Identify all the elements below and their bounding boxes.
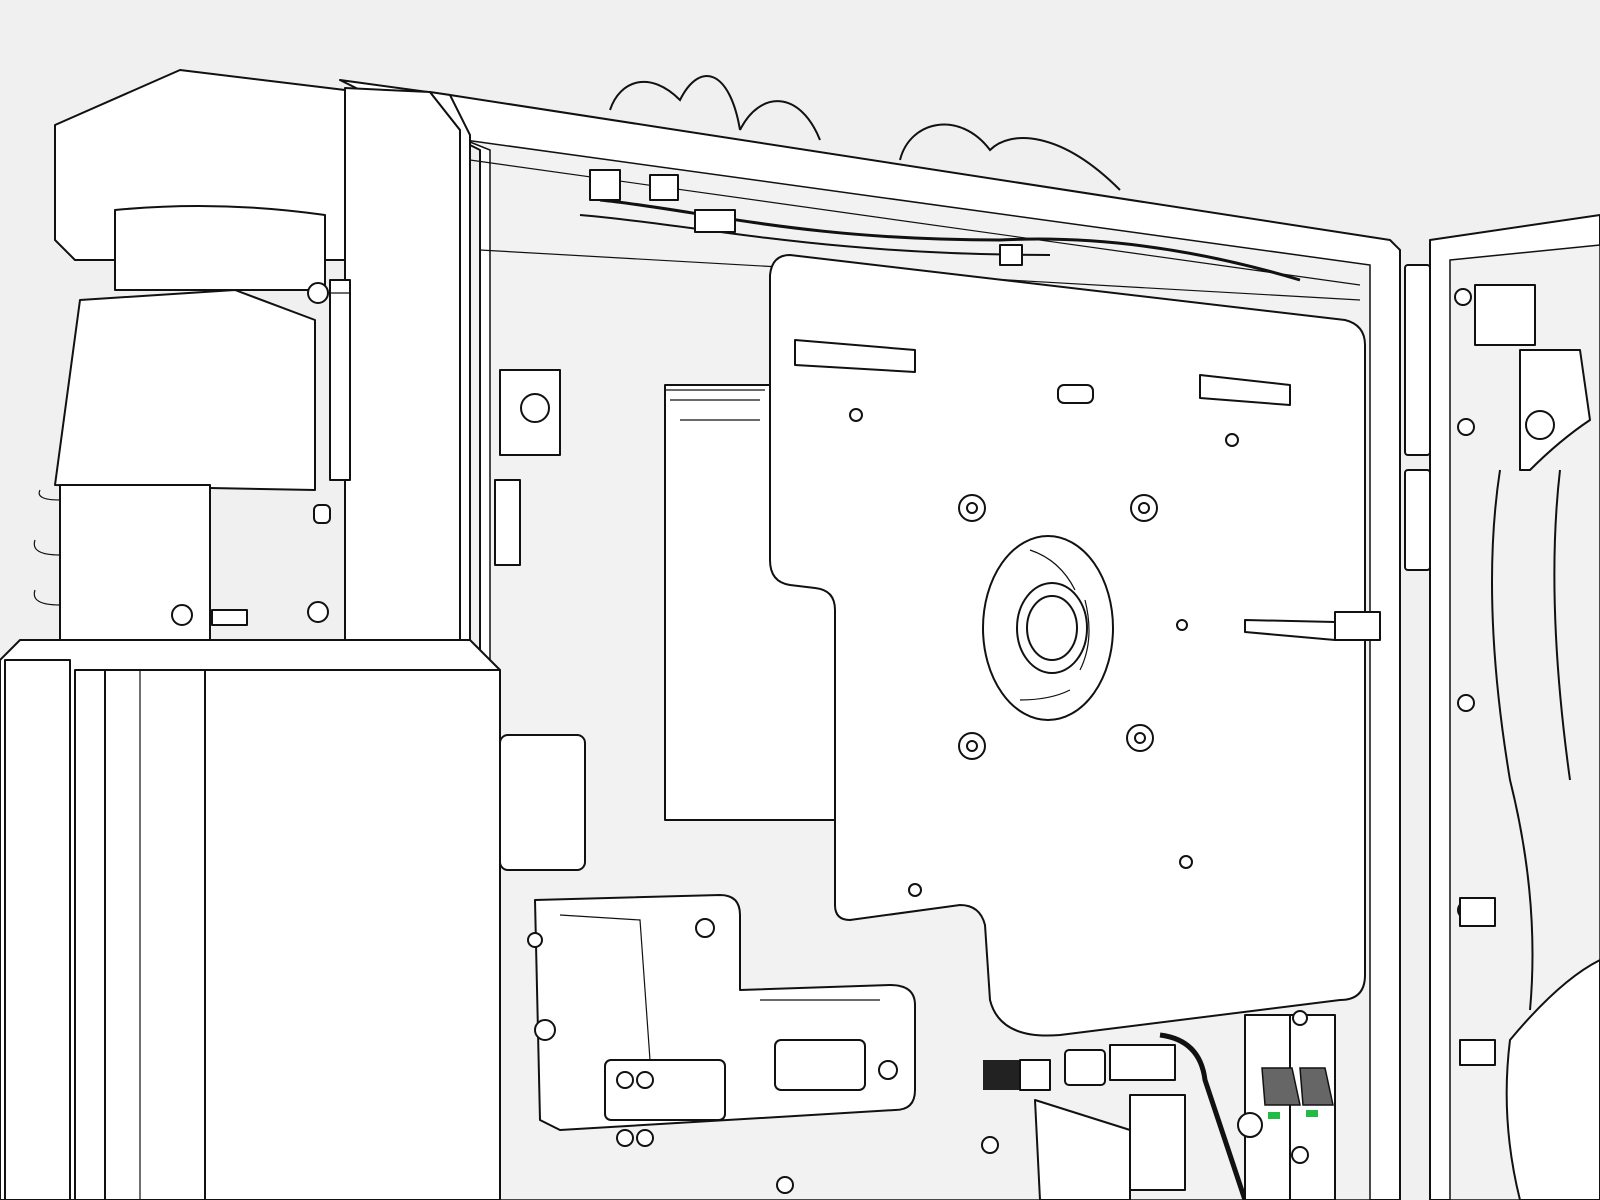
indicator-light [1306,1110,1318,1117]
lower-bracket [527,894,916,1147]
connector [649,174,679,201]
connector [1334,611,1381,641]
top-cable-harness [579,75,1301,282]
door-lock-mechanism [1474,284,1591,471]
connector [1459,1039,1496,1066]
left-column-housing [33,69,471,671]
connector [589,169,621,201]
slot [1199,374,1291,406]
mounting-plate [769,254,1381,1037]
top-connectors [589,169,1023,266]
hinge [1404,469,1431,571]
breaker-handle[interactable] [1299,1067,1334,1106]
connector-block [983,1060,1023,1090]
bottom-electronics [776,1010,1336,1200]
slot [794,339,916,373]
circuit-breakers [1237,1010,1336,1200]
terminal-clips [527,918,898,1147]
fan [982,535,1114,721]
terminal-block [1129,1094,1186,1191]
right-door[interactable] [1404,214,1600,1200]
hinge [1404,264,1431,456]
back-panel [494,369,836,871]
connector [1459,897,1496,927]
connector [694,209,736,233]
indicator-light [1268,1112,1280,1119]
vertical-extrusions [0,639,501,1200]
connector [999,244,1023,266]
mounting-screws [849,384,1239,897]
cable-bundle [1505,959,1600,1200]
breaker-handle[interactable] [1261,1067,1301,1106]
